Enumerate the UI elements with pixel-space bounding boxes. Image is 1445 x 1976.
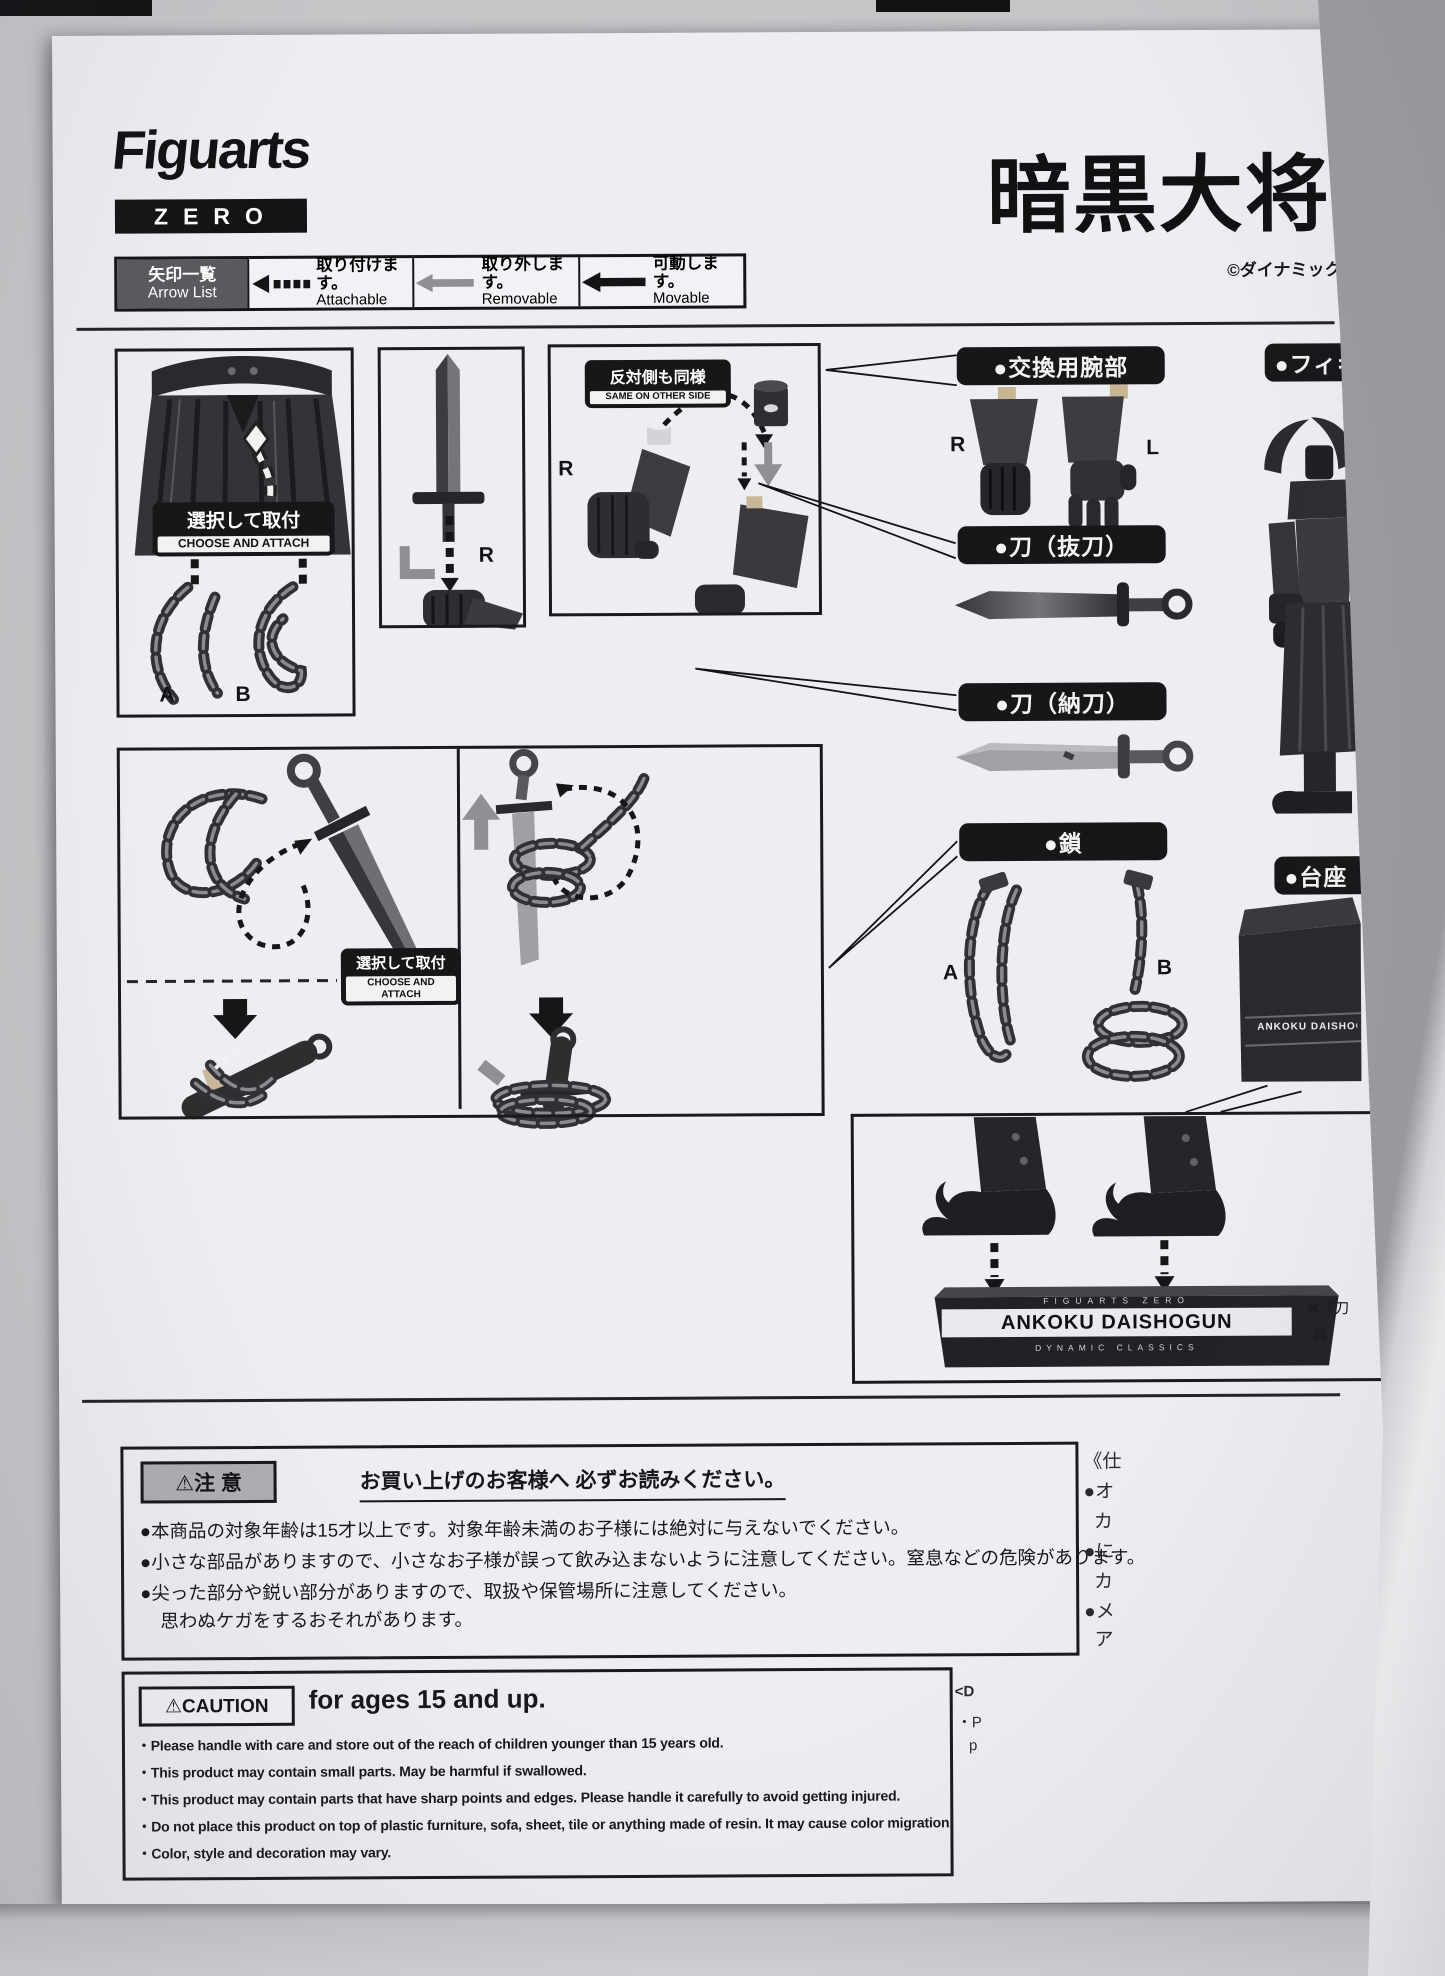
stand-bottom-text: DYNAMIC CLASSICS <box>1035 1342 1199 1353</box>
spec-fragment-2: ●オ <box>1083 1481 1115 1503</box>
spec-fragment-1: 《仕 <box>1083 1451 1122 1473</box>
caution-jp-bullet-4: 思わぬケガをするおそれがあります。 <box>160 1608 474 1632</box>
background-strip-left <box>0 0 152 16</box>
page-bottom-edge <box>0 1904 1445 1976</box>
display-box-text: ANKOKU DAISHOGUN <box>1257 1021 1358 1033</box>
caution-en-headline: for ages 15 and up. <box>308 1683 546 1715</box>
caution-en-badge: ⚠CAUTION <box>138 1685 295 1727</box>
spec-fragment-4: ●に <box>1083 1541 1115 1563</box>
movable-jp: 可動します。 <box>652 254 719 291</box>
arrow-list-label-en: Arrow List <box>147 284 217 302</box>
spec-fragment-3: カ <box>1093 1511 1113 1533</box>
figuarts-logo: Figuarts <box>109 119 313 181</box>
caution-en-bullet-4: ・Do not place this product on top of pla… <box>137 1814 954 1835</box>
choose-attach-label-2: 選択して取付 CHOOSE AND ATTACH <box>340 947 462 1006</box>
display-fragment-2: ・P <box>956 1714 982 1732</box>
arrow-item-movable: 可動します。 Movable <box>577 254 744 307</box>
chain-b-mark: B <box>235 682 251 707</box>
sword-drawn-illustration <box>954 582 1193 627</box>
choose-attach-label: 選択して取付 CHOOSE AND ATTACH <box>152 501 335 557</box>
display-fragment-1: <D <box>954 1683 975 1701</box>
movable-en: Movable <box>652 289 710 307</box>
chain-a-mark: A <box>159 683 175 707</box>
section-divider <box>82 1393 1341 1403</box>
caution-jp-badge: ⚠注 意 <box>140 1460 277 1504</box>
right-hand-mark: R <box>478 543 494 567</box>
chain-a-b-parts <box>964 869 1188 1082</box>
background-strip-right <box>876 0 1010 12</box>
solid-gray-arrow-icon <box>416 273 475 292</box>
arrow-list-bar: 矢印一覧 Arrow List 取り付けます。 Attachable <box>114 253 747 312</box>
panel-sword-chain-wrap <box>116 743 825 1120</box>
same-other-side-label: 反対側も同様 SAME ON OTHER SIDE <box>584 359 731 409</box>
caution-jp-bullet-2: ●小さな部品がありますので、小さなお子様が誤って飲み込まないように注意してくださ… <box>139 1546 1146 1573</box>
choose-attach-en: CHOOSE AND ATTACH <box>157 535 330 553</box>
solid-black-arrow-icon <box>581 271 646 292</box>
caution-en-bullet-5: ・Color, style and decoration may vary. <box>137 1844 392 1862</box>
caution-en-bullet-2: ・This product may contain small parts. M… <box>137 1762 587 1781</box>
arrow-list-label: 矢印一覧 Arrow List <box>117 258 248 309</box>
spec-fragment-5: カ <box>1094 1571 1114 1593</box>
figuarts-zero-bar: ZERO <box>114 198 308 234</box>
same-other-side-en: SAME ON OTHER SIDE <box>589 390 726 405</box>
choose-attach2-en1: CHOOSE AND <box>367 977 435 989</box>
panel-sword-hand <box>377 346 527 629</box>
removable-en: Removable <box>481 290 558 308</box>
header-divider <box>76 321 1335 331</box>
spec-fragment-6: ●メ <box>1084 1601 1115 1623</box>
stand-top-text: FIGUARTS ZERO <box>1043 1295 1191 1306</box>
arm-left-mark: L <box>1146 436 1160 460</box>
choose-attach2-jp: 選択して取付 <box>356 954 446 973</box>
spec-fragment-7: ア <box>1094 1629 1114 1651</box>
part-label-arms: ●交換用腕部 <box>956 346 1165 386</box>
arm-right-mark: R <box>950 433 966 457</box>
sword-sheathed-illustration <box>955 734 1194 779</box>
attachable-en: Attachable <box>316 291 388 309</box>
right-hand-mark-2: R <box>558 457 574 481</box>
display-fragment-3: p <box>968 1737 978 1755</box>
removable-jp: 取り外します。 <box>481 255 565 292</box>
stand-name-band: ANKOKU DAISHOGUN <box>941 1307 1292 1338</box>
arrow-item-attachable: 取り付けます。 Attachable <box>247 256 413 309</box>
replacement-arms-illustration <box>969 384 1137 537</box>
note-fragment-2: 台 <box>1312 1326 1328 1344</box>
caution-en-bullet-3: ・This product may contain parts that hav… <box>137 1787 901 1808</box>
part-label-chain: ●鎖 <box>959 822 1168 862</box>
choose-attach2-en: CHOOSE AND ATTACH <box>345 975 457 1002</box>
dashed-black-arrow-icon <box>252 274 311 293</box>
arrow-item-removable: 取り外します。 Removable <box>412 255 579 308</box>
choose-attach-jp: 選択して取付 <box>186 510 301 533</box>
note-fragment-1: ※「刀 <box>1306 1300 1350 1318</box>
attachable-jp: 取り付けます。 <box>316 256 399 293</box>
caution-jp-bullet-3: ●尖った部分や鋭い部分がありますので、取扱や保管場所に注意してください。 <box>140 1579 798 1604</box>
chain-part-a-mark: A <box>942 961 959 985</box>
display-box <box>1238 897 1362 1082</box>
stand-main-text: ANKOKU DAISHOGUN <box>1000 1310 1233 1334</box>
caution-jp-bullet-1: ●本商品の対象年齢は15才以上です。対象年齢未満のお子様には絶対に与えないでくだ… <box>139 1516 910 1542</box>
arrow-list-label-jp: 矢印一覧 <box>148 264 217 285</box>
choose-attach2-en2: ATTACH <box>381 988 421 1000</box>
chain-part-b-mark: B <box>1156 956 1173 980</box>
part-label-sword-sheathed: ●刀（納刀） <box>958 682 1167 722</box>
part-label-sword-drawn: ●刀（抜刀） <box>957 525 1166 565</box>
same-other-side-jp: 反対側も同様 <box>609 369 706 388</box>
caution-jp-headline: お買い上げのお客様へ 必ずお読みください。 <box>359 1463 786 1503</box>
instruction-sheet: .chO{fill:none;stroke:#313135;stroke-wid… <box>52 28 1408 1908</box>
caution-en-bullet-1: ・Please handle with care and store out o… <box>136 1734 724 1754</box>
